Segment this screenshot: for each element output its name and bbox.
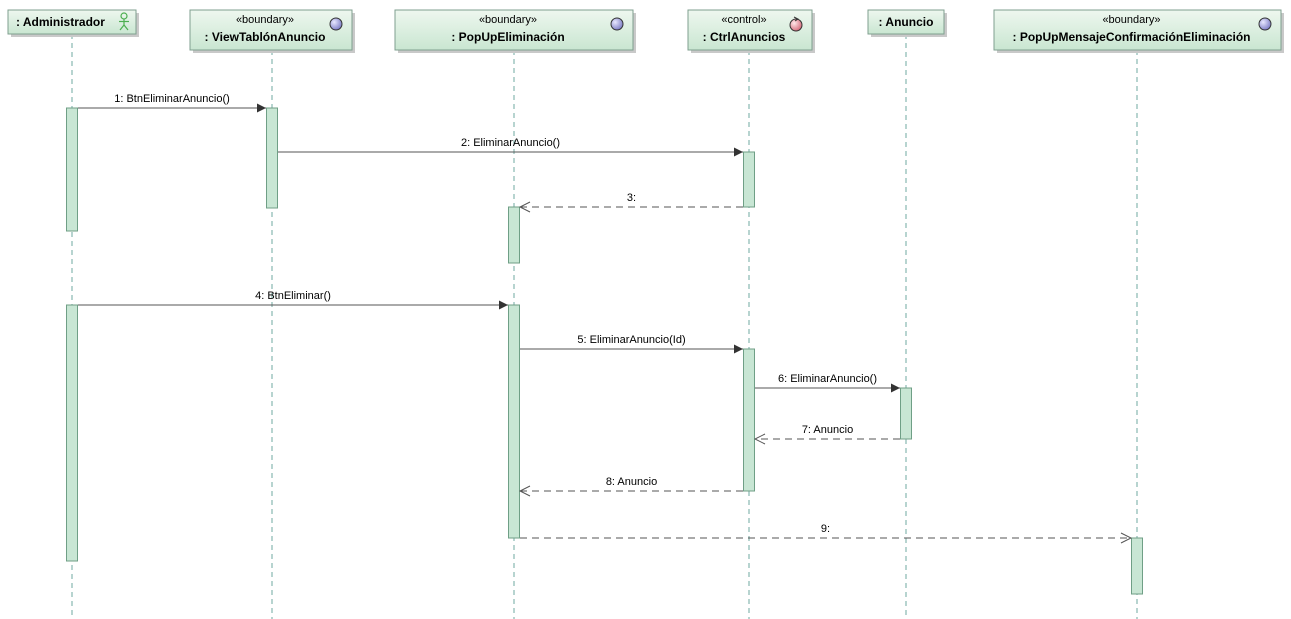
open-arrow-icon (753, 433, 766, 445)
lifeline-name: : ViewTablónAnuncio (205, 30, 326, 44)
message-5[interactable]: 5: EliminarAnuncio(Id) (520, 334, 743, 354)
head-box (867, 9, 945, 35)
head-box (7, 9, 137, 35)
open-arrow-icon (518, 201, 531, 213)
message-label: 1: BtnEliminarAnuncio() (114, 93, 230, 105)
message-1[interactable]: 1: BtnEliminarAnuncio() (78, 93, 266, 113)
activation-bar-popup (508, 304, 520, 539)
lifeline-name: : Administrador (16, 15, 105, 29)
lifeline-name: : PopUpMensajeConfirmaciónEliminación (1012, 30, 1250, 44)
head-box (993, 9, 1282, 51)
control-icon (789, 16, 803, 32)
boundary-icon (1258, 17, 1272, 31)
head-box (394, 9, 634, 51)
activation-bar-admin (66, 304, 78, 562)
lifeline-name: : CtrlAnuncios (703, 30, 786, 44)
message-3[interactable]: 3: (518, 192, 743, 213)
message-8[interactable]: 8: Anuncio (518, 476, 743, 497)
message-label: 6: EliminarAnuncio() (778, 373, 877, 385)
activation-bar-ctrl (743, 151, 755, 208)
open-arrow-icon (518, 485, 531, 497)
message-label: 4: BtnEliminar() (255, 290, 331, 302)
message-label: 8: Anuncio (606, 476, 657, 488)
lifeline-stereotype: «boundary» (1102, 14, 1160, 26)
message-9[interactable]: 9: (520, 523, 1133, 544)
activation-bar-view (266, 107, 278, 209)
head-box (189, 9, 353, 51)
message-label: 7: Anuncio (802, 424, 853, 436)
lifeline-head-view[interactable]: «boundary» : ViewTablónAnuncio (189, 9, 355, 53)
message-2[interactable]: 2: EliminarAnuncio() (278, 137, 743, 157)
message-7[interactable]: 7: Anuncio (753, 424, 900, 445)
message-label: 5: EliminarAnuncio(Id) (577, 334, 685, 346)
actor-icon (119, 12, 129, 31)
activation-bar-popup (508, 206, 520, 264)
open-arrow-icon (1120, 532, 1133, 544)
filled-arrow-icon (734, 147, 743, 157)
message-label: 9: (821, 523, 830, 535)
filled-arrow-icon (499, 300, 508, 310)
head-box (687, 9, 813, 51)
filled-arrow-icon (257, 103, 266, 113)
lifeline-head-anuncio[interactable]: : Anuncio (867, 9, 947, 37)
lifeline-head-confirm[interactable]: «boundary» : PopUpMensajeConfirmaciónElim… (993, 9, 1284, 53)
boundary-icon (610, 17, 624, 31)
lifeline-stereotype: «boundary» (236, 14, 294, 26)
message-label: 2: EliminarAnuncio() (461, 137, 560, 149)
lifeline-stereotype: «boundary» (479, 14, 537, 26)
lifeline-head-admin[interactable]: : Administrador (7, 9, 139, 37)
lifeline-head-ctrl[interactable]: «control» : CtrlAnuncios (687, 9, 815, 53)
message-6[interactable]: 6: EliminarAnuncio() (755, 373, 900, 393)
activation-bar-confirm (1131, 537, 1143, 595)
filled-arrow-icon (734, 344, 743, 354)
boundary-icon (329, 17, 343, 31)
lifeline-name: : Anuncio (879, 15, 934, 29)
activation-bar-admin (66, 107, 78, 232)
lifeline-stereotype: «control» (721, 14, 766, 26)
activation-bar-anuncio (900, 387, 912, 440)
message-label: 3: (627, 192, 636, 204)
lifeline-head-popup[interactable]: «boundary» : PopUpEliminación (394, 9, 636, 53)
message-4[interactable]: 4: BtnEliminar() (78, 290, 508, 310)
lifeline-name: : PopUpEliminación (451, 30, 564, 44)
activation-bar-ctrl (743, 348, 755, 492)
filled-arrow-icon (891, 383, 900, 393)
